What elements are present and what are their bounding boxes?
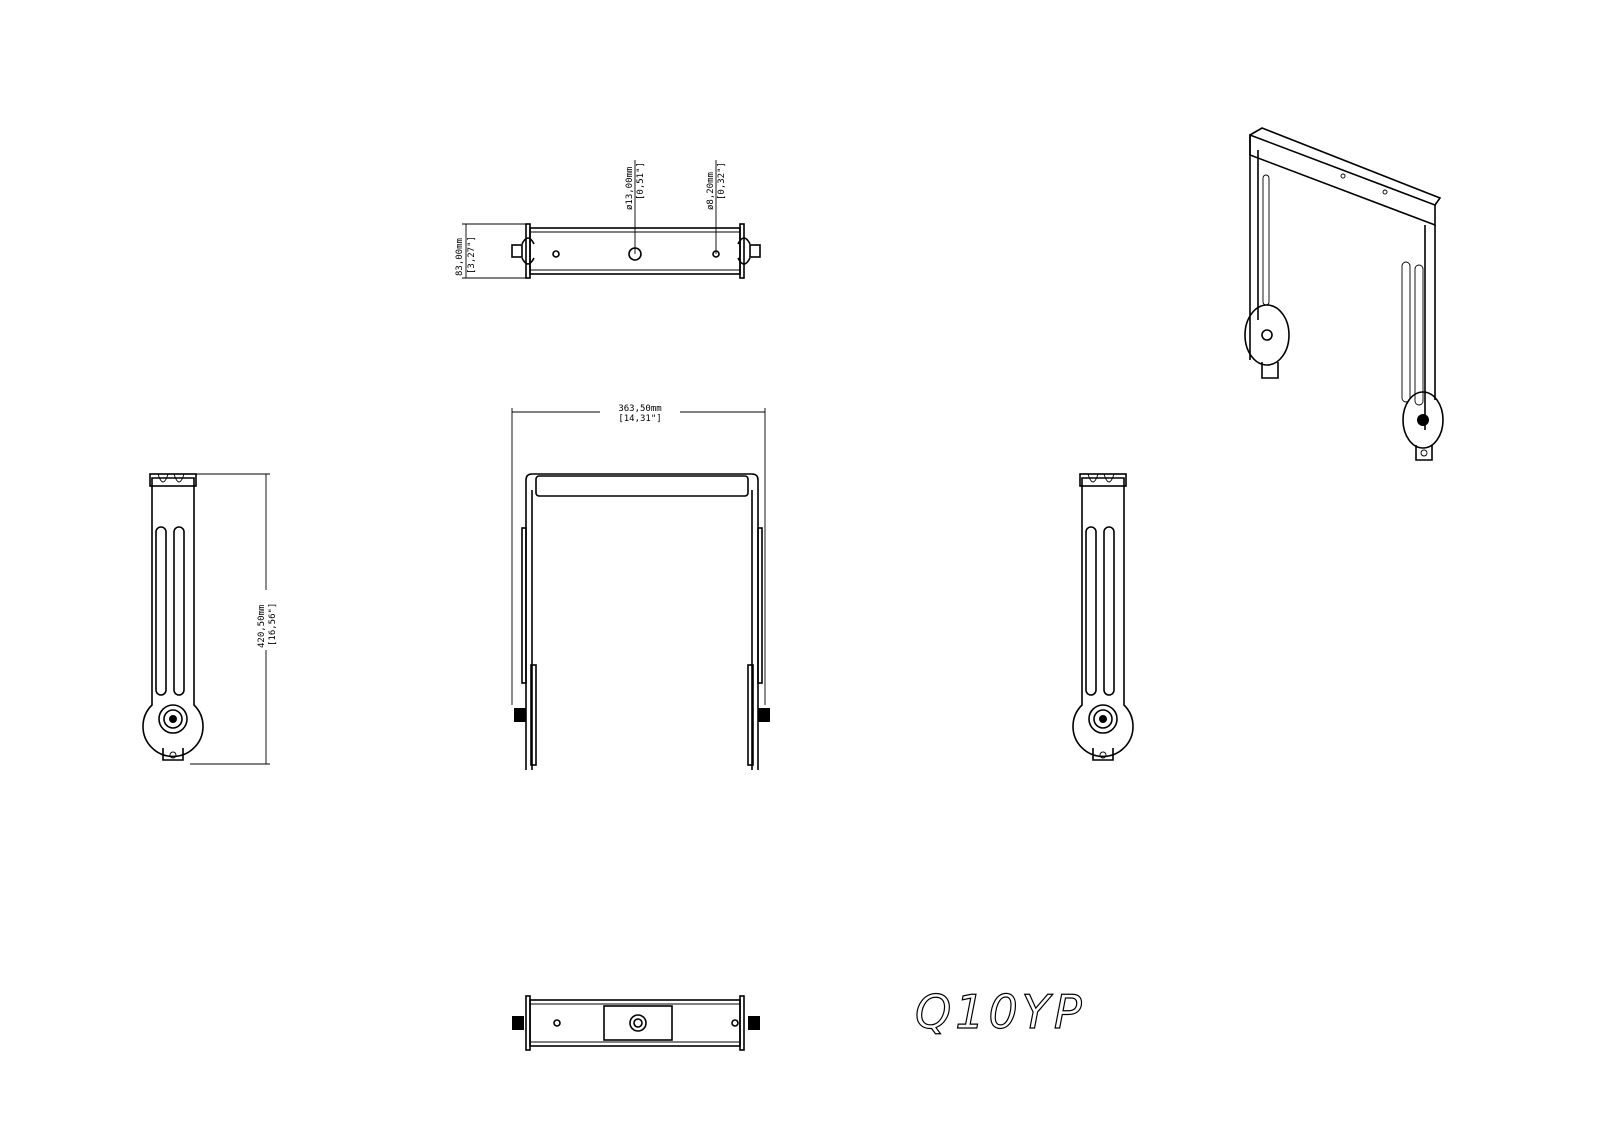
right-side-view <box>1072 473 1134 761</box>
hole-large-in: [0,51"] <box>636 162 646 200</box>
height-dim-mm: 420,50mm <box>257 605 267 648</box>
bottom-view <box>512 995 760 1051</box>
left-side-view: 420,50mm [16,56"] <box>142 473 278 765</box>
hole-small-in: [0,32"] <box>717 162 727 200</box>
depth-dim-in: [3,27"] <box>467 236 477 274</box>
model-title: Q10YP <box>914 984 1086 1039</box>
height-dim-in: [16,56"] <box>268 603 278 646</box>
front-view: 363,50mm [14,31"] <box>511 403 770 770</box>
hole-small-mm: ø8,20mm <box>706 172 716 210</box>
width-dim-mm: 363,50mm <box>618 404 661 414</box>
width-dim-in: [14,31"] <box>618 414 661 424</box>
depth-dim-mm: 83,00mm <box>455 238 465 276</box>
top-view: 83,00mm [3,27"] ø13,00mm [0,51"] ø8,20mm… <box>455 160 761 279</box>
isometric-view <box>1244 127 1444 461</box>
hole-large-mm: ø13,00mm <box>625 167 635 210</box>
